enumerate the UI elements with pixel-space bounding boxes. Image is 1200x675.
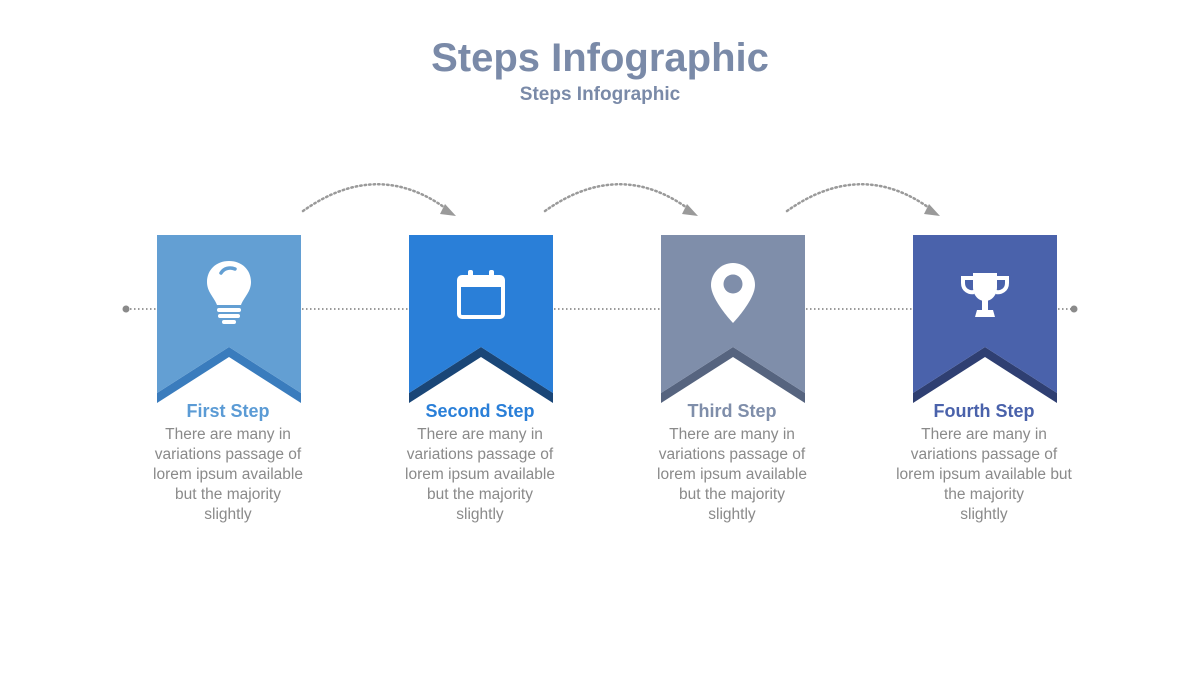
description-line: variations passage of xyxy=(406,446,554,463)
step-description: There are many in variations passage of … xyxy=(380,425,580,525)
description-line: There are many in xyxy=(417,426,543,443)
description-line: variations passage of xyxy=(658,446,806,463)
description-line: but the majority xyxy=(679,486,785,503)
description-line: the majority xyxy=(943,486,1025,503)
description-line: variations passage of xyxy=(154,446,302,463)
description-line: slightly xyxy=(960,506,1008,523)
description-line: slightly xyxy=(708,506,756,523)
description-line: There are many in xyxy=(165,426,291,443)
description-line: lorem ipsum available but xyxy=(896,466,1072,483)
arc-arrowhead-2 xyxy=(682,204,698,216)
lightbulb-icon xyxy=(207,261,251,324)
step-title: Third Step xyxy=(687,401,777,421)
step-banner xyxy=(409,235,553,403)
slide-subtitle: Steps Infographic xyxy=(519,84,681,105)
trophy-icon xyxy=(961,273,1009,317)
description-line: but the majority xyxy=(427,486,533,503)
description-line: lorem ipsum available xyxy=(405,466,555,483)
description-line: lorem ipsum available xyxy=(153,466,303,483)
description-line: variations passage of xyxy=(910,446,1058,463)
description-line: There are many in xyxy=(921,426,1047,443)
description-line: There are many in xyxy=(669,426,795,443)
calendar-icon xyxy=(457,270,505,319)
step-title: Fourth Step xyxy=(933,401,1035,421)
timeline-end-dot xyxy=(1070,305,1078,313)
arc-arrow-3 xyxy=(785,183,934,213)
step-title: Second Step xyxy=(425,401,535,421)
arc-arrow-2 xyxy=(543,183,692,213)
description-line: slightly xyxy=(204,506,252,523)
timeline-start-dot xyxy=(122,305,130,313)
arc-arrowhead-1 xyxy=(440,204,456,216)
arc-arrowhead-3 xyxy=(924,204,940,216)
slide-title: Steps Infographic xyxy=(431,36,769,80)
step-description: There are many in variations passage of … xyxy=(128,425,328,525)
description-line: slightly xyxy=(456,506,504,523)
description-line: lorem ipsum available xyxy=(657,466,807,483)
map-pin-icon xyxy=(711,263,755,323)
step-description: There are many in variations passage of … xyxy=(884,425,1084,525)
step-description: There are many in variations passage of … xyxy=(632,425,832,525)
step-title: First Step xyxy=(186,401,270,421)
arc-arrow-1 xyxy=(301,183,450,213)
description-line: but the majority xyxy=(175,486,281,503)
